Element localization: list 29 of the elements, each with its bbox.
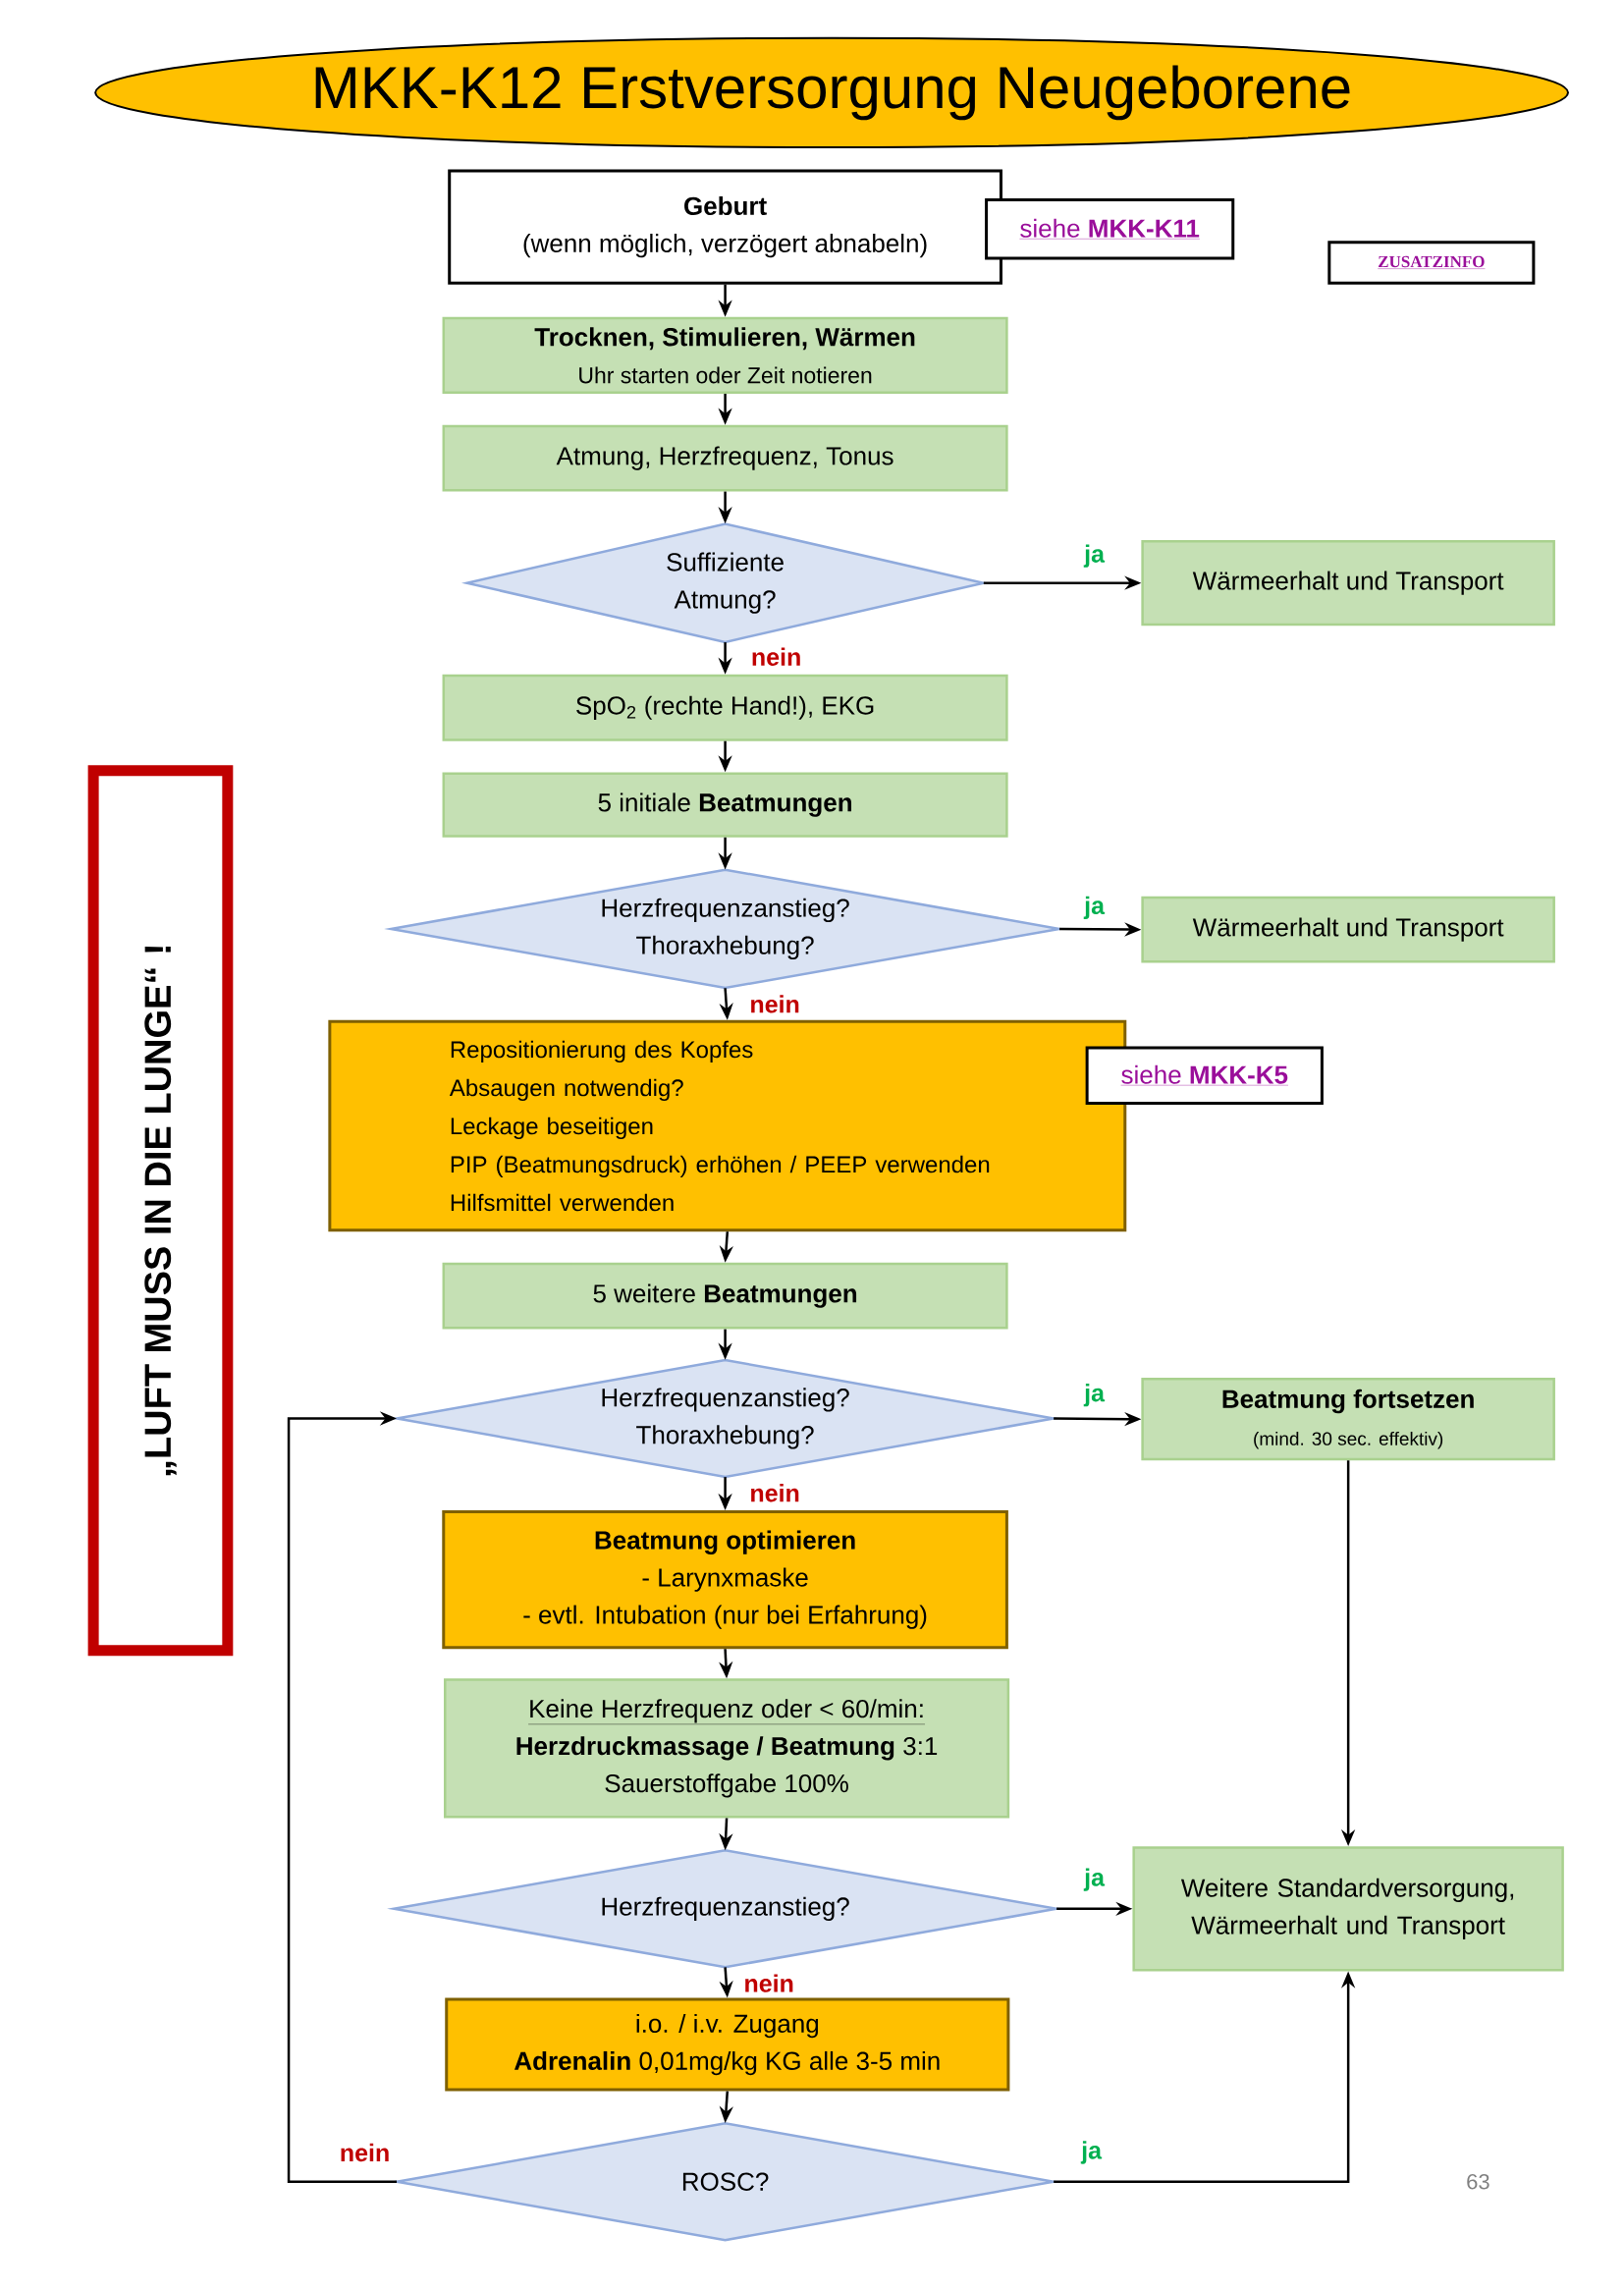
edge-label: ja xyxy=(1082,542,1107,570)
arrow xyxy=(287,1411,397,2183)
edge-label: ja xyxy=(1082,1866,1107,1893)
process-box: Weitere Standardversorgung, Wärmeerhalt und Transport xyxy=(1132,1846,1564,1972)
link-box: siehe MKK-K5 xyxy=(1085,1046,1324,1105)
action-box: i.o. / i.v. Zugang Adrenalin 0,01mg/kg KG alle 3-5 min xyxy=(445,1997,1010,2092)
page-number: 63 xyxy=(1467,2173,1489,2190)
process-box: SpO$_{2}$ (rechte Hand!), EKG xyxy=(442,674,1008,741)
edge-label: nein xyxy=(747,1482,802,1504)
edge-label: nein xyxy=(748,645,804,668)
action-box: Beatmung optimieren - Larynxmaske - evtl. Intubation (nur bei Erfahrung) xyxy=(442,1510,1008,1650)
process-box: Wärmeerhalt und Transport xyxy=(1141,540,1555,627)
edge-label: ja xyxy=(1079,2139,1104,2166)
process-box: Keine Herzfrequenz oder < 60/min: Herzdruckmassage / Beatmung 3:1 Sauerstoffgabe 100% xyxy=(444,1678,1010,1819)
process-box: Beatmung fortsetzen (mind. 30 sec. effektiv) xyxy=(1141,1378,1555,1461)
edge-label: nein xyxy=(747,993,802,1015)
process-box: Wärmeerhalt und Transport xyxy=(1141,896,1555,963)
edge-label: nein xyxy=(337,2141,393,2164)
link-box: siehe MKK-K11 xyxy=(985,198,1235,260)
note-banner: „LUFT MUSS IN DIE LUNGE“ ! xyxy=(87,765,234,1657)
edge-label: nein xyxy=(741,1972,796,1994)
process-box: Atmung, Herzfrequenz, Tonus xyxy=(442,424,1008,492)
edge-label: ja xyxy=(1082,894,1107,921)
link-box: ZUSATZINFO xyxy=(1327,241,1536,285)
title-banner: MKK-K12 Erstversorgung Neugeborene xyxy=(94,36,1569,149)
process-box: Trocknen, Stimulieren, Wärmen Uhr starten oder Zeit notieren xyxy=(442,316,1008,394)
process-box: 5 weitere Beatmungen xyxy=(442,1262,1008,1330)
process-box: 5 initiale Beatmungen xyxy=(442,772,1008,838)
edge-label: ja xyxy=(1082,1382,1107,1409)
